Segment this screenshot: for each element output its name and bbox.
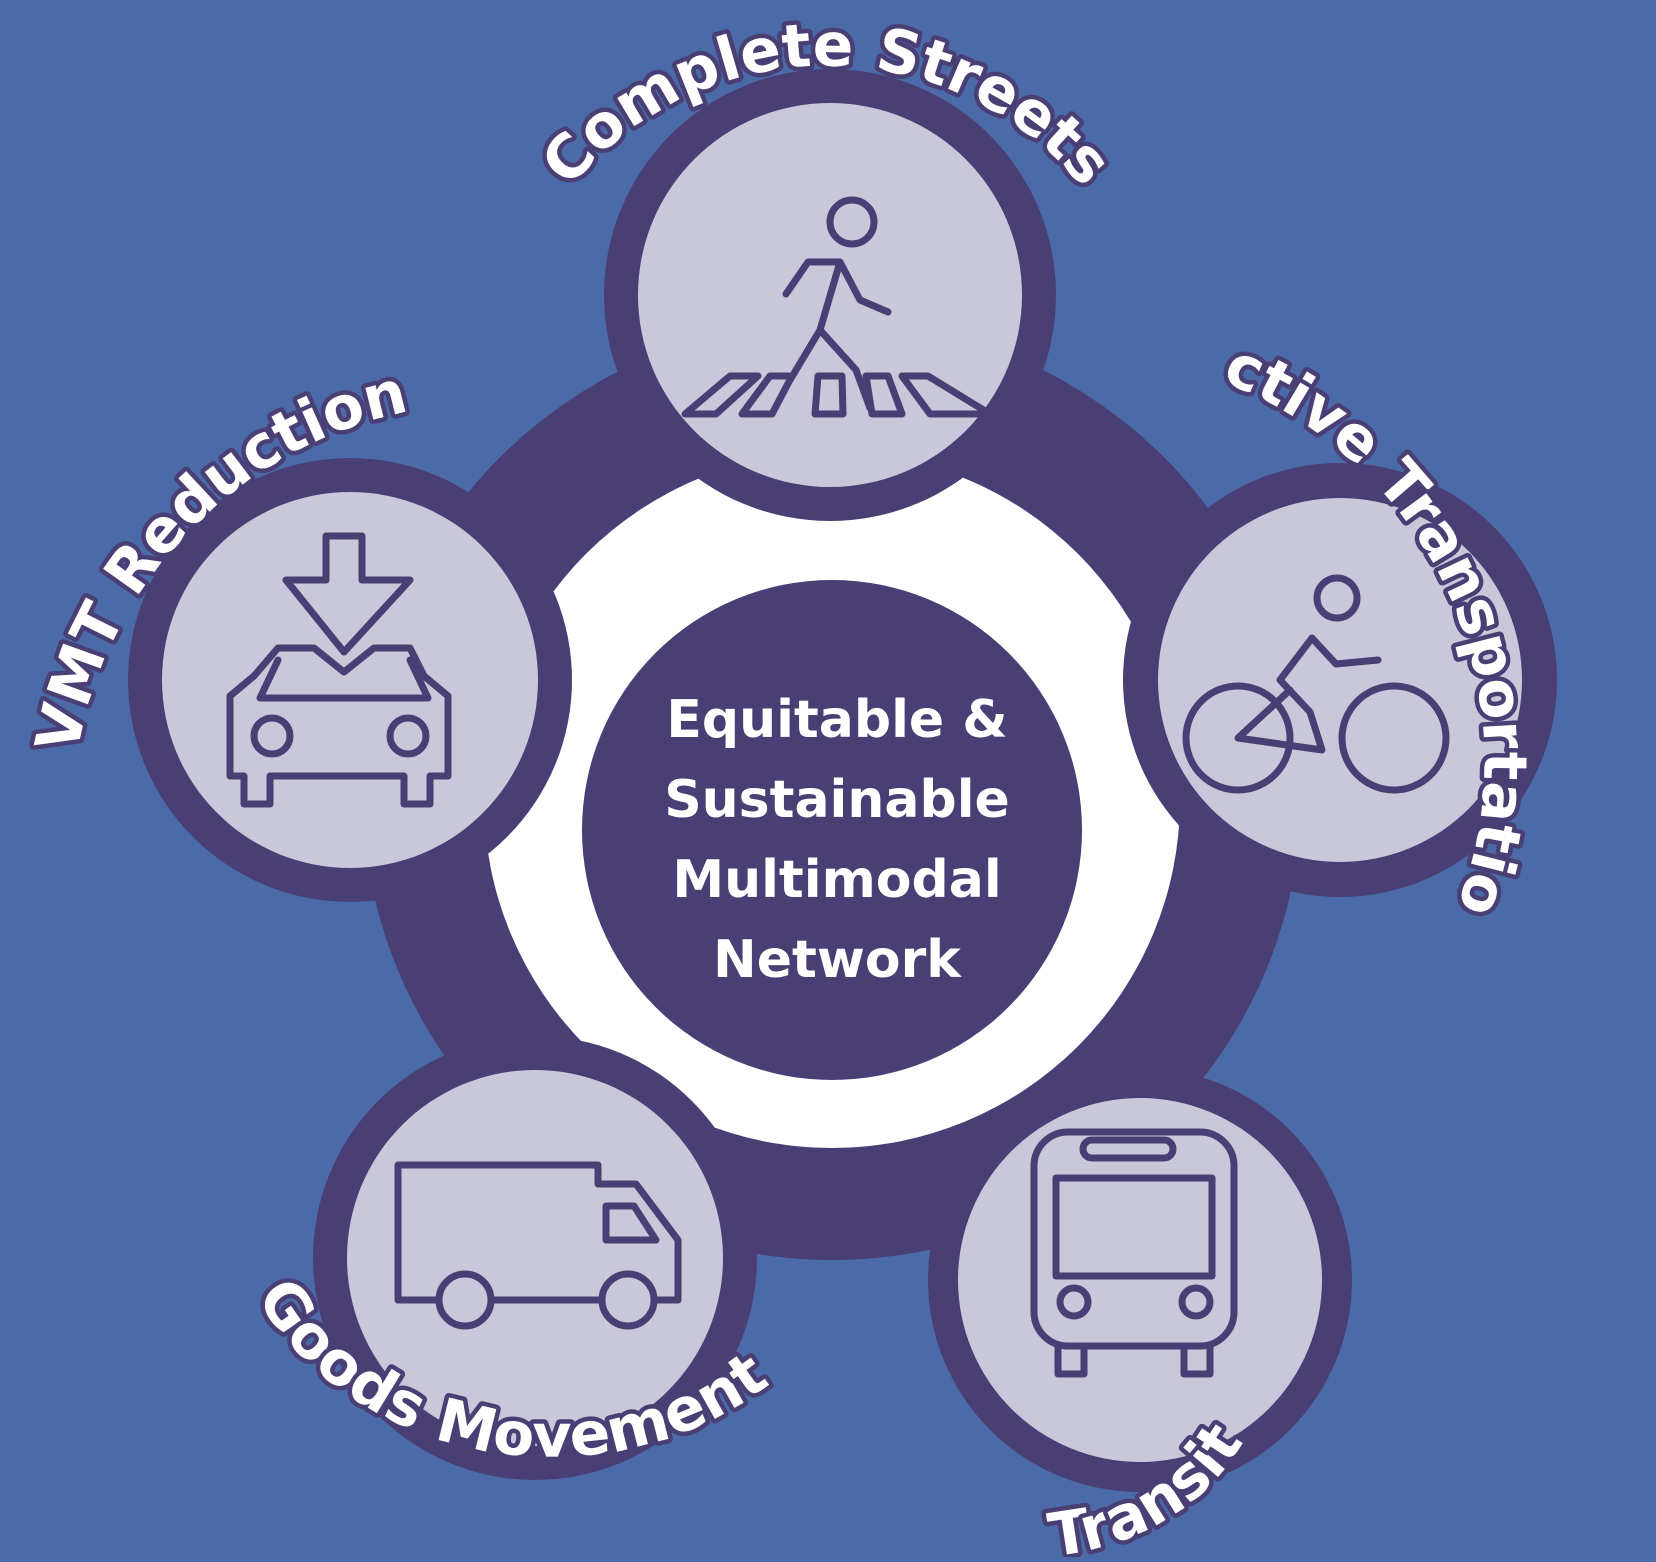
center-line-2: Sustainable (664, 770, 1010, 830)
delivery-truck-icon (394, 1161, 682, 1330)
node-circle-transit (958, 1098, 1322, 1462)
car-down-arrow-icon (226, 532, 452, 808)
bicycle-rider-icon (1182, 574, 1450, 794)
center-line-4: Network (713, 930, 962, 990)
pedestrian-crosswalk-icon (681, 196, 994, 418)
bus-icon (1030, 1128, 1238, 1378)
center-line-3: Multimodal (672, 850, 1001, 910)
center-circle (582, 580, 1082, 1080)
center-line-1: Equitable & (666, 690, 1007, 750)
node-circle-vmt-reduction (162, 492, 538, 868)
